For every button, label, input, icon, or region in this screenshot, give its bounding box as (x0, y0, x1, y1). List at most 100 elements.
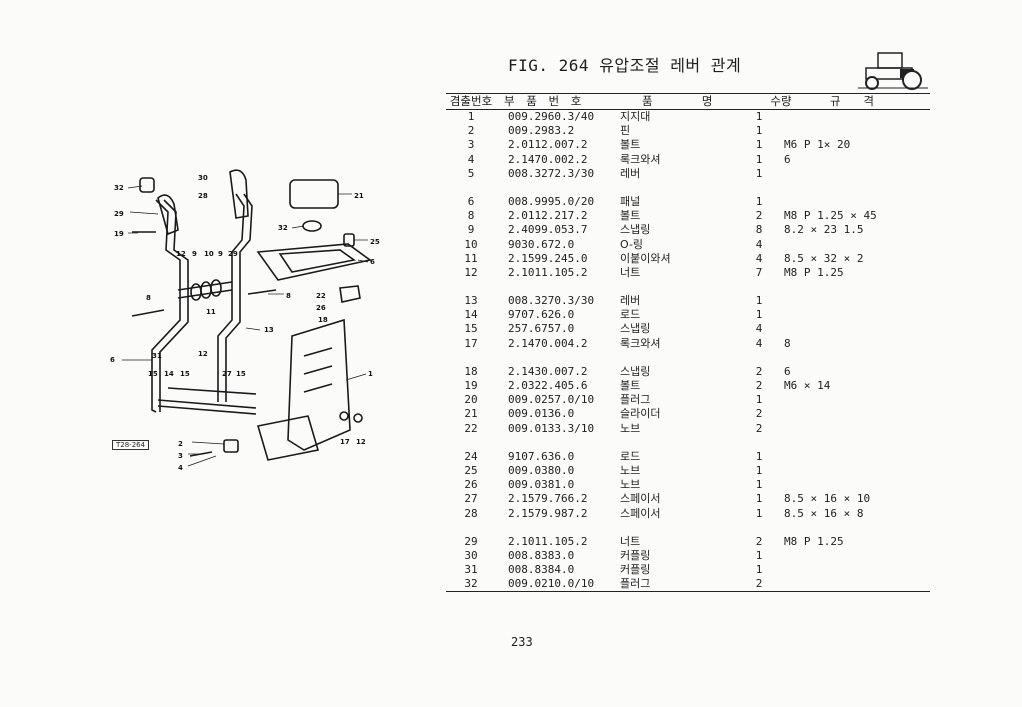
cell-name: 플러그 (620, 393, 651, 407)
cell-qty: 2 (755, 379, 763, 392)
cell-qty: 1 (755, 492, 763, 506)
cell-spec: 8 (784, 336, 791, 350)
cell-spec (780, 422, 930, 436)
cell-spec (780, 124, 930, 138)
cell-part-no: 009.0381.0 (508, 478, 575, 492)
cell-name: 볼트 (620, 138, 641, 152)
cell-item-no: 18 (464, 364, 478, 378)
cell-name: 로드 (620, 308, 641, 322)
cell-qty: 1 (755, 548, 763, 562)
cell-item-no: 14 (464, 308, 478, 322)
header-spec: 규 격 (802, 94, 930, 109)
cell-qty: 1 (755, 506, 763, 520)
cell-spec (780, 464, 930, 478)
cell-spec: 6 (784, 152, 791, 166)
cell-qty: 1 (755, 393, 763, 407)
table-row: 19 2.0322.405.6 볼트 2 M6 × 14 (446, 379, 930, 393)
cell-item-no: 15 (464, 322, 478, 336)
callout-11: 11 (206, 308, 216, 316)
callout-19: 19 (114, 230, 124, 238)
cell-spec: 8.5 × 32 × 2 (784, 251, 864, 265)
cell-part-no: 2.1470.004.2 (508, 336, 588, 350)
callout-8b: 8 (286, 292, 291, 300)
cell-item-no: 26 (464, 478, 478, 492)
cell-qty: 1 (755, 449, 763, 463)
cell-name: 노브 (620, 463, 641, 477)
cell-name: 스냅링 (620, 364, 651, 378)
cell-part-no: 2.1430.007.2 (508, 364, 588, 378)
cell-name: 레버 (620, 166, 641, 180)
cell-item-no: 13 (464, 294, 478, 308)
cell-item-no: 22 (464, 421, 478, 435)
callout-9: 9 (192, 250, 197, 258)
parts-table-header: 겸출번호 부 품 번 호 품 명 수량 규 격 (446, 94, 930, 110)
callout-26: 28 (198, 192, 208, 200)
cell-item-no: 10 (464, 237, 478, 251)
cell-qty: 1 (755, 124, 763, 138)
cell-spec: M6 × 14 (784, 379, 831, 392)
cell-spec (780, 308, 930, 322)
cell-item-no: 20 (464, 393, 478, 407)
callout-17: 17 (340, 438, 350, 446)
header-name-b: 명 (701, 94, 713, 108)
cell-spec: 8.2 × 23 1.5 (784, 223, 864, 237)
cell-part-no: 2.1599.245.0 (508, 251, 588, 265)
callout-10: 10 (204, 250, 214, 258)
cell-qty: 7 (755, 265, 763, 279)
cell-name: 로드 (620, 449, 641, 463)
cell-part-no: 2.0322.405.6 (508, 379, 588, 392)
header-item-no: 겸출번호 (449, 94, 493, 108)
callout-20: 21 (354, 192, 364, 200)
cell-spec (780, 407, 930, 421)
cell-name: 볼트 (620, 209, 641, 223)
cell-spec (780, 322, 930, 336)
cell-name: 커플링 (620, 548, 651, 562)
cell-part-no: 9707.626.0 (508, 308, 575, 322)
cell-qty: 4 (755, 322, 763, 336)
cell-part-no: 2.0112.217.2 (508, 209, 588, 223)
callout-6: 6 (370, 258, 375, 266)
cell-part-no: 9030.672.0 (508, 237, 575, 251)
cell-qty: 1 (755, 138, 763, 152)
figure-title: FIG. 264 유압조절 레버 관계 (508, 56, 742, 75)
cell-qty: 8 (755, 223, 763, 237)
cell-qty: 1 (755, 308, 763, 322)
cell-name: 플러그 (620, 577, 651, 591)
cell-item-no: 4 (467, 152, 475, 166)
cell-part-no: 2.4099.053.7 (508, 223, 588, 237)
cell-part-no: 009.2983.2 (508, 124, 575, 138)
header-name-a: 품 (642, 94, 653, 108)
cell-spec (780, 110, 930, 124)
cell-spec: M8 P 1.25 (784, 265, 844, 279)
callout-31: 32 (114, 184, 124, 192)
cell-part-no: 9107.636.0 (508, 449, 575, 463)
cell-item-no: 31 (464, 563, 478, 577)
header-part-no: 부 품 번 호 (504, 94, 586, 108)
cell-spec: 8.5 × 16 × 10 (784, 492, 871, 506)
callout-12b: 12 (198, 350, 208, 358)
cell-name: 너트 (620, 534, 641, 548)
cell-item-no: 21 (464, 407, 478, 421)
page-number: 233 (511, 635, 533, 649)
cell-qty: 4 (755, 251, 763, 265)
cell-item-no: 19 (464, 379, 478, 392)
callout-14: 14 (164, 370, 174, 378)
cell-name: 슬라이더 (620, 407, 661, 421)
cell-spec (780, 238, 930, 252)
callout-21: 22 (316, 292, 326, 300)
callout-22: 25 (370, 238, 380, 246)
cell-name: 볼트 (620, 379, 641, 392)
cell-item-no: 2 (467, 124, 475, 138)
table-row: 14 9707.626.0 로드 1 (446, 308, 930, 322)
